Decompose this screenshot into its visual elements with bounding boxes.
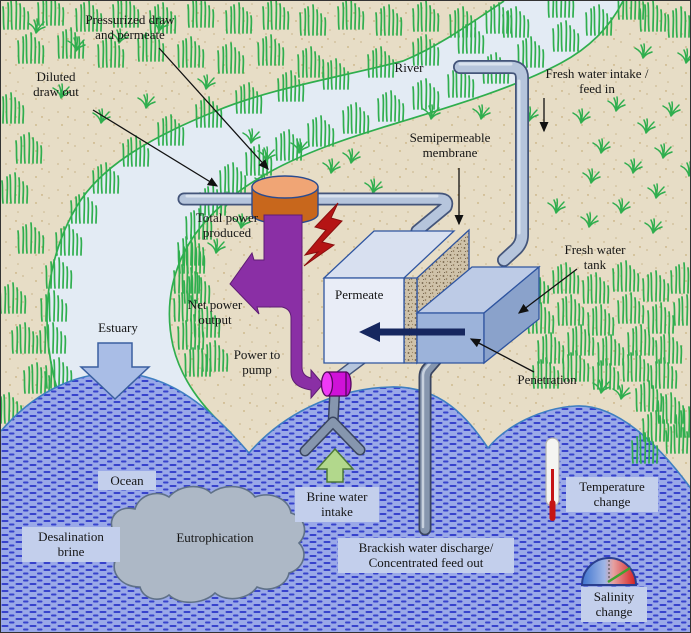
arrow-pressurized-draw: [158, 47, 269, 170]
label-permeate: Permeate: [335, 287, 384, 302]
label-total-power: Total power produced: [195, 210, 259, 241]
salinity-gauge-icon: [580, 557, 638, 586]
annotation-arrows: [92, 47, 578, 373]
thermometer-icon: [545, 437, 560, 521]
brackish-discharge-pipe: [418, 334, 459, 536]
arrow-penetration: [469, 338, 535, 373]
label-penetration: Penetration: [517, 372, 577, 387]
label-power-to-pump: Power to pump: [233, 347, 281, 378]
label-desalination-brine: Desalination brine: [22, 527, 120, 562]
label-brine-water-intake: Brine water intake: [295, 487, 379, 522]
arrow-diluted-draw: [92, 109, 219, 187]
label-river: River: [394, 60, 424, 75]
label-temperature-change: Temperature change: [566, 477, 658, 512]
brine-intake-arrow-icon: [315, 447, 355, 483]
label-fresh-water-tank: Fresh water tank: [564, 242, 626, 273]
intake-tripod-icon: [299, 416, 366, 457]
label-salinity-change: Salinity change: [581, 587, 647, 622]
power-arrow-icon: [229, 214, 324, 400]
pump-icon: [320, 371, 352, 397]
label-brackish-discharge: Brackish water discharge/ Concentrated f…: [338, 538, 514, 573]
label-eutrophication: Eutrophication: [176, 530, 254, 545]
fresh-water-tank-box: [415, 265, 541, 365]
river-bank-inner: [168, 1, 624, 434]
fresh-water-pipe: [453, 60, 529, 267]
estuary-arrow-icon: [79, 342, 151, 401]
permeate-box: [322, 230, 456, 364]
label-net-power: Net power output: [187, 297, 243, 328]
label-fresh-water-intake: Fresh water intake / feed in: [545, 66, 649, 97]
arrow-fresh-tank: [517, 268, 578, 314]
label-pressurized-draw: Pressurized draw and permeate: [85, 12, 175, 43]
penetration-arrow-icon: [359, 322, 465, 342]
label-diluted-draw: Diluted draw out: [33, 69, 79, 100]
label-ocean: Ocean: [98, 471, 156, 491]
label-semipermeable-membrane: Semipermeable membrane: [409, 130, 491, 161]
label-estuary: Estuary: [98, 320, 138, 335]
lightning-icon: [303, 202, 343, 267]
